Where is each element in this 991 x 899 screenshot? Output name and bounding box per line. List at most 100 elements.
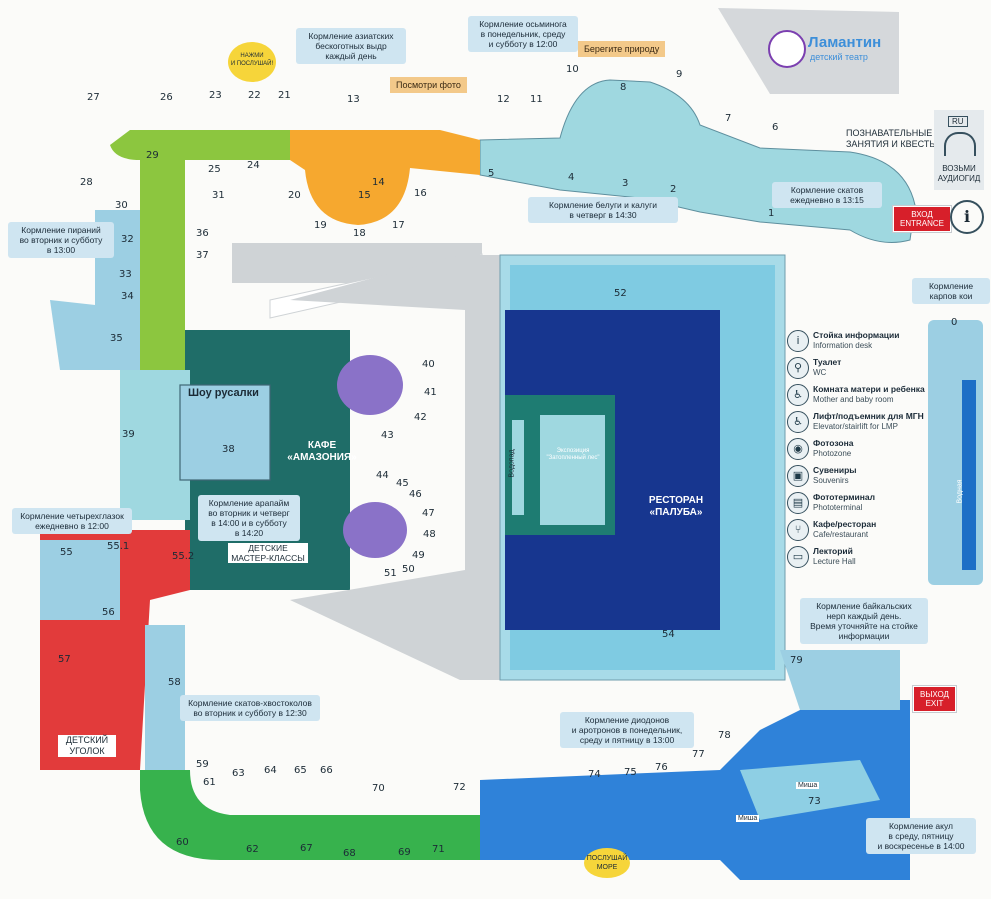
cafe-icon: ⑂: [787, 519, 809, 541]
zone-number[interactable]: 58: [168, 677, 181, 688]
zone-number[interactable]: 48: [423, 529, 436, 540]
zone-number[interactable]: 5: [488, 168, 494, 179]
info-box-icon[interactable]: i: [950, 200, 984, 234]
zone-number[interactable]: 34: [121, 291, 134, 302]
cognitive-label[interactable]: ПОЗНАВАТЕЛЬНЫЕ ЗАНЯТИЯ И КВЕСТЫ: [846, 128, 938, 149]
zone-number[interactable]: 1: [768, 208, 774, 219]
kids-corner-label[interactable]: ДЕТСКИЙ УГОЛОК: [58, 735, 116, 757]
zone-number[interactable]: 16: [414, 188, 427, 199]
zone-number[interactable]: 51: [384, 568, 397, 579]
zone-number[interactable]: 78: [718, 730, 731, 741]
zone-number[interactable]: 64: [264, 765, 277, 776]
zone-number[interactable]: 56: [102, 607, 115, 618]
listen-sea-label[interactable]: ПОСЛУШАЙ МОРЕ: [584, 848, 630, 878]
zone-number[interactable]: 2: [670, 184, 676, 195]
entrance-button[interactable]: ВХОД ENTRANCE: [893, 206, 952, 232]
zone-number[interactable]: 62: [246, 844, 259, 855]
zone-number[interactable]: 19: [314, 220, 327, 231]
audioguide-box[interactable]: RU ВОЗЬМИ АУДИОГИД: [934, 110, 984, 190]
zone-number[interactable]: 63: [232, 768, 245, 779]
zone-number[interactable]: 55: [60, 547, 73, 558]
zone-number[interactable]: 25: [208, 164, 221, 175]
lamantin-logo[interactable]: Ламантин детский театр: [768, 30, 888, 70]
zone-number[interactable]: 45: [396, 478, 409, 489]
zone-number[interactable]: 39: [122, 429, 135, 440]
zone-number[interactable]: 44: [376, 470, 389, 481]
zone-number[interactable]: 29: [146, 150, 159, 161]
zone-number[interactable]: 73: [808, 796, 821, 807]
zone-number[interactable]: 26: [160, 92, 173, 103]
zone-number[interactable]: 76: [655, 762, 668, 773]
zone-number[interactable]: 60: [176, 837, 189, 848]
zone-number[interactable]: 68: [343, 848, 356, 859]
zone-number[interactable]: 32: [121, 234, 134, 245]
zone-number[interactable]: 27: [87, 92, 100, 103]
zone-number[interactable]: 57: [58, 654, 71, 665]
zone-number[interactable]: 55.2: [172, 551, 194, 562]
zone-number[interactable]: 38: [222, 444, 235, 455]
zone-number[interactable]: 55.1: [107, 541, 129, 552]
view-photo-tag[interactable]: Посмотри фото: [390, 77, 467, 93]
zone-number[interactable]: 59: [196, 759, 209, 770]
zone-number[interactable]: 50: [402, 564, 415, 575]
mother-baby-icon: ♿: [787, 384, 809, 406]
zone-number[interactable]: 65: [294, 765, 307, 776]
zone-number[interactable]: 72: [453, 782, 466, 793]
zone-number[interactable]: 6: [772, 122, 778, 133]
zone-number[interactable]: 15: [358, 190, 371, 201]
zone-number[interactable]: 46: [409, 489, 422, 500]
zone-number[interactable]: 3: [622, 178, 628, 189]
zone-number[interactable]: 77: [692, 749, 705, 760]
zone-number[interactable]: 41: [424, 387, 437, 398]
zone-number[interactable]: 70: [372, 783, 385, 794]
zone-number[interactable]: 28: [80, 177, 93, 188]
exit-button[interactable]: ВЫХОД EXIT: [913, 686, 956, 712]
zone-number[interactable]: 36: [196, 228, 209, 239]
zone-number[interactable]: 33: [119, 269, 132, 280]
mermaid-tank: [179, 384, 271, 481]
press-listen-bubble[interactable]: НАЖМИ И ПОСЛУШАЙ!: [228, 42, 276, 82]
zone-number[interactable]: 42: [414, 412, 427, 423]
zone-number[interactable]: 54: [662, 629, 675, 640]
zone-number[interactable]: 67: [300, 843, 313, 854]
zone-number[interactable]: 9: [676, 69, 682, 80]
legend-label-en: Cafe/restaurant: [813, 530, 869, 539]
zone-number[interactable]: 71: [432, 844, 445, 855]
zone-number[interactable]: 66: [320, 765, 333, 776]
zone-number[interactable]: 35: [110, 333, 123, 344]
zone-number[interactable]: 30: [115, 200, 128, 211]
zone-number[interactable]: 22: [248, 90, 261, 101]
zone-number[interactable]: 79: [790, 655, 803, 666]
zone-number[interactable]: 43: [381, 430, 394, 441]
zone-number[interactable]: 10: [566, 64, 579, 75]
zone-number[interactable]: 18: [353, 228, 366, 239]
zone-number[interactable]: 37: [196, 250, 209, 261]
note-beluga: Кормление белуги и калуги в четверг в 14…: [528, 197, 678, 223]
zone-number[interactable]: 47: [422, 508, 435, 519]
zone-number[interactable]: 7: [725, 113, 731, 124]
zone-number[interactable]: 8: [620, 82, 626, 93]
zone-number[interactable]: 0: [951, 317, 957, 328]
zone-number[interactable]: 69: [398, 847, 411, 858]
zone-number[interactable]: 75: [624, 767, 637, 778]
pool-40: [337, 355, 403, 415]
zone-number[interactable]: 13: [347, 94, 360, 105]
masterclasses-label[interactable]: ДЕТСКИЕ МАСТЕР-КЛАССЫ: [228, 543, 308, 563]
zone-number[interactable]: 21: [278, 90, 291, 101]
zone-number[interactable]: 4: [568, 172, 574, 183]
zone-number[interactable]: 17: [392, 220, 405, 231]
zone-number[interactable]: 20: [288, 190, 301, 201]
zone-number[interactable]: 11: [530, 94, 543, 105]
zone-number[interactable]: 24: [247, 160, 260, 171]
zone-number[interactable]: 14: [372, 177, 385, 188]
zone-number[interactable]: 74: [588, 769, 601, 780]
zone-number[interactable]: 40: [422, 359, 435, 370]
zone-number[interactable]: 61: [203, 777, 216, 788]
zone-number[interactable]: 12: [497, 94, 510, 105]
zone-number[interactable]: 49: [412, 550, 425, 561]
zone-number[interactable]: 31: [212, 190, 225, 201]
zone-number[interactable]: 52: [614, 288, 627, 299]
lamantin-icon: [768, 30, 806, 68]
zone-number[interactable]: 23: [209, 90, 222, 101]
